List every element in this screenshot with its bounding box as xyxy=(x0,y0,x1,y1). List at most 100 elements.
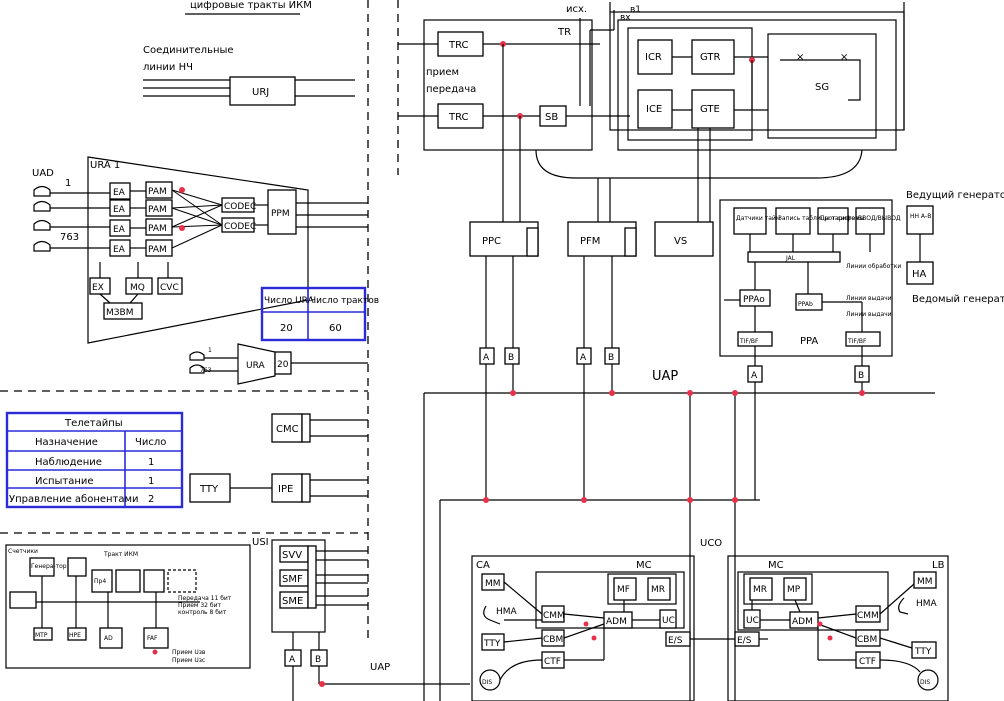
ppm-block xyxy=(267,189,297,235)
counter-box: Счетчики Генера-тор Тракт ИКМ Пр4 MTP HP… xyxy=(5,544,251,669)
svg-text:JAL: JAL xyxy=(785,255,796,262)
svg-text:НА: НА xyxy=(912,269,927,280)
cvc-block xyxy=(157,277,183,295)
svg-text:CA: CA xyxy=(476,560,490,571)
svg-text:E/S: E/S xyxy=(737,636,752,646)
control-ca-frame xyxy=(471,555,695,701)
svg-text:LB: LB xyxy=(932,560,945,571)
svg-text:ADM: ADM xyxy=(606,617,627,627)
svg-text:SVV: SVV xyxy=(282,550,302,561)
svg-text:DIS: DIS xyxy=(920,679,930,686)
gtr-block xyxy=(691,39,735,75)
phone-icon xyxy=(33,185,51,197)
svg-text:CVC: CVC xyxy=(160,283,179,293)
svg-text:TIF/BF: TIF/BF xyxy=(847,338,867,345)
svg-text:CODEC: CODEC xyxy=(224,202,256,212)
mq-block xyxy=(125,277,153,295)
ppc-b-port xyxy=(504,347,520,365)
last-line-label: 763 xyxy=(60,232,79,243)
pam-to-codec-links xyxy=(171,189,223,249)
svg-text:B: B xyxy=(608,353,614,363)
svg-text:ICR: ICR xyxy=(645,52,662,63)
svg-text:UC: UC xyxy=(746,616,759,626)
tr-sg-link xyxy=(535,149,863,179)
svg-text:UC: UC xyxy=(662,616,675,626)
svg-text:MR: MR xyxy=(651,585,665,595)
svg-text:MR: MR xyxy=(753,585,767,595)
first-line-label: 1 xyxy=(65,178,71,189)
svg-text:Линии выдачи: Линии выдачи xyxy=(846,295,892,302)
ppa-tariff-block xyxy=(775,207,811,235)
svg-text:SG: SG xyxy=(815,82,829,93)
svg-text:HMA: HMA xyxy=(916,599,938,609)
phone-icon xyxy=(189,351,205,361)
uap-bus-label: UAP xyxy=(652,369,678,384)
svg-text:Линии выдачи: Линии выдачи xyxy=(846,311,892,318)
svg-text:E/S: E/S xyxy=(668,636,683,646)
svg-text:Управление абонентами: Управление абонентами xyxy=(9,494,139,505)
svg-text:TRC: TRC xyxy=(448,112,469,123)
svg-text:Прием Uзв: Прием Uзв xyxy=(172,649,206,656)
svg-text:MC: MC xyxy=(636,560,652,571)
svg-text:MM: MM xyxy=(917,577,933,587)
phone-icon xyxy=(33,240,51,252)
svg-text:CTF: CTF xyxy=(859,657,876,667)
svg-text:Генера-тор: Генера-тор xyxy=(31,563,67,570)
svg-text:CBM: CBM xyxy=(857,635,877,645)
tif-right-block xyxy=(845,331,881,347)
svg-text:IPE: IPE xyxy=(278,484,293,495)
ura-table-header-0: Число URA xyxy=(264,296,315,306)
svg-text:ВВОД/ВЫВОД: ВВОД/ВЫВОД xyxy=(858,215,901,222)
svg-text:TRC: TRC xyxy=(448,40,469,51)
svg-text:TTY: TTY xyxy=(914,647,932,657)
teletype-header-1: Число xyxy=(135,437,166,448)
svg-text:НН А-В: НН А-В xyxy=(910,213,931,220)
ea-blocks: EA EA EA EA xyxy=(109,182,131,257)
svg-text:1: 1 xyxy=(148,476,154,487)
gte-block xyxy=(691,89,735,129)
hma-right-handset-icon xyxy=(898,597,909,615)
slave-generator-label: Ведомый генератор xyxy=(912,294,1004,305)
usi-frame xyxy=(271,539,326,633)
svg-text:1: 1 xyxy=(148,457,154,468)
trc-bottom-block xyxy=(437,103,484,129)
svg-text:PPC: PPC xyxy=(482,236,501,247)
master-generator-block xyxy=(906,205,934,235)
phone-icon xyxy=(33,200,51,212)
svg-text:A: A xyxy=(289,655,296,665)
svg-text:CMM: CMM xyxy=(857,611,879,621)
ura-table-header-1: Число трактов xyxy=(310,296,379,306)
svg-text:A: A xyxy=(580,353,587,363)
svg-text:Наблюдение: Наблюдение xyxy=(35,457,102,468)
mr-left-block xyxy=(647,577,671,601)
bus-junctions xyxy=(483,390,865,503)
control-lb-frame xyxy=(727,555,949,701)
svg-text:B: B xyxy=(858,371,864,381)
ppa-prot-block xyxy=(817,207,849,235)
mm-right-block xyxy=(913,571,937,589)
svg-text:MM: MM xyxy=(485,579,501,589)
svg-text:×: × xyxy=(796,52,804,63)
usi-label: USI xyxy=(252,537,269,548)
svg-text:CMM: CMM xyxy=(543,611,565,621)
svg-text:EX: EX xyxy=(92,283,104,293)
subscriber-phones xyxy=(33,185,51,252)
svg-text:HPE: HPE xyxy=(69,632,81,639)
svg-text:Пр4: Пр4 xyxy=(94,578,106,585)
teletype-table-title: Телетайпы xyxy=(64,418,123,429)
digital-trunks-label: цифровые тракты ИКМ xyxy=(190,0,312,11)
svg-text:Прием Uзс: Прием Uзс xyxy=(172,657,205,664)
svg-text:TTY: TTY xyxy=(483,639,501,649)
svg-text:DIS: DIS xyxy=(482,679,492,686)
slave-generator-block xyxy=(906,261,934,285)
svg-text:MF: MF xyxy=(617,585,630,595)
hma-left-handset-icon xyxy=(483,605,501,625)
svg-text:SMF: SMF xyxy=(282,574,303,585)
svg-text:CTF: CTF xyxy=(544,657,561,667)
svg-text:ICE: ICE xyxy=(646,104,662,115)
mc-right-frame xyxy=(737,571,889,631)
svg-text:PPA: PPA xyxy=(800,336,818,347)
svg-text:HMA: HMA xyxy=(496,607,518,617)
svg-text:ADM: ADM xyxy=(792,617,813,627)
